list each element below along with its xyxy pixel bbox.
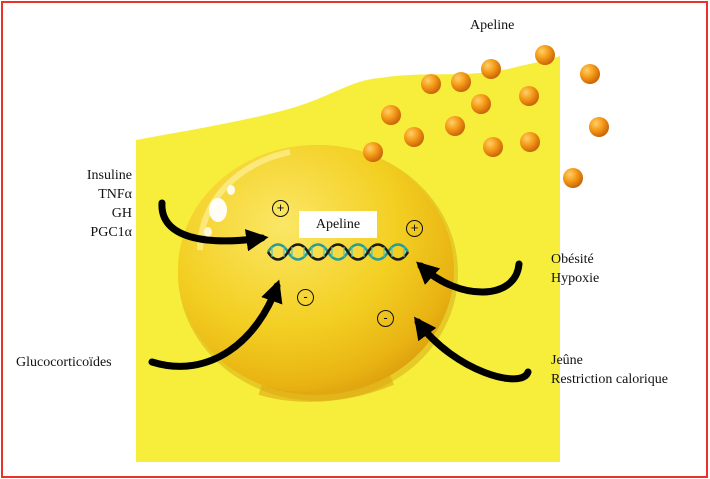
plus-sign-left: + [272, 200, 289, 217]
vesicle [483, 137, 503, 157]
label-restriction-calorique: Restriction calorique [551, 372, 669, 387]
inhibitors-right-list: Jeûne Restriction calorique [551, 351, 668, 389]
stimulators-left-list: Insuline TNFα GH PGC1α [60, 166, 132, 242]
vesicle [471, 94, 491, 114]
vesicle [481, 59, 501, 79]
label-glucocorticoides: Glucocorticoïdes [16, 355, 112, 370]
arrow-glucocorticoids [148, 279, 283, 370]
vesicle [445, 116, 465, 136]
label-hypoxie: Hypoxie [551, 271, 600, 286]
vesicle [520, 132, 540, 152]
minus-sign-right: - [377, 310, 394, 327]
label-pgc1a: PGC1α [90, 225, 132, 240]
dna-helix [266, 243, 410, 261]
label-tnfa: TNFα [98, 187, 132, 202]
apeline-vesicles [363, 45, 609, 188]
vesicle [519, 86, 539, 106]
vesicle [589, 117, 609, 137]
vesicle [563, 168, 583, 188]
arrow-left-stimulators [158, 199, 269, 252]
label-obesite: Obésité [551, 252, 594, 267]
secreted-apeline-label: Apeline [470, 18, 515, 33]
vesicle [363, 142, 383, 162]
stimulators-right-list: Obésité Hypoxie [551, 250, 599, 288]
minus-sign-left: - [297, 289, 314, 306]
vesicle [404, 127, 424, 147]
vesicle [580, 64, 600, 84]
label-insuline: Insuline [86, 168, 132, 183]
plus-sign-right: + [406, 220, 423, 237]
gene-label: Apeline [299, 211, 377, 238]
highlight [209, 198, 227, 222]
label-gh: GH [111, 206, 132, 221]
nucleus [178, 145, 458, 402]
vesicle [421, 74, 441, 94]
vesicle [451, 72, 471, 92]
arrow-obesity-hypoxia [416, 260, 523, 296]
label-jeune: Jeûne [551, 353, 583, 368]
vesicle [381, 105, 401, 125]
arrow-fasting [413, 316, 532, 383]
regulatory-arrows [148, 199, 532, 383]
vesicle [535, 45, 555, 65]
